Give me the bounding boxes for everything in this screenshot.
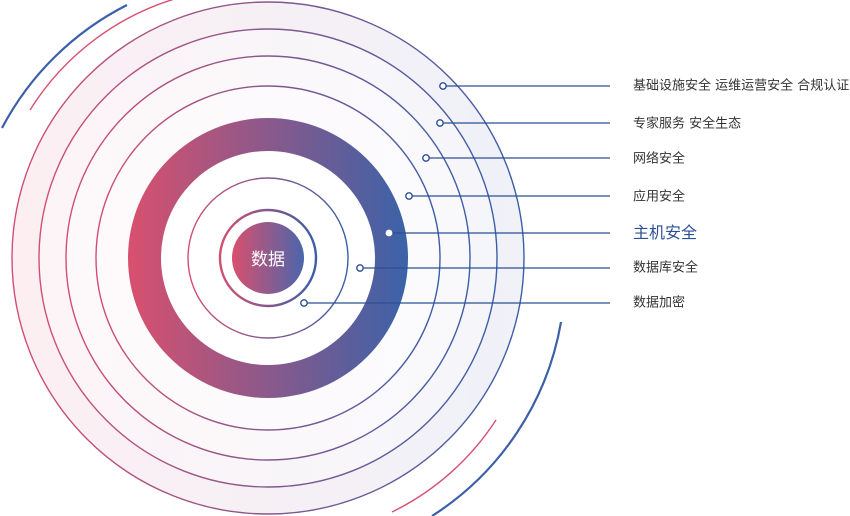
connector-marker xyxy=(436,119,444,127)
label-infrastructure: 基础设施安全 运维运营安全 合规认证 xyxy=(633,78,850,94)
label-network-security: 网络安全 xyxy=(633,151,686,167)
outer-arc-top-blue xyxy=(1,4,128,129)
connector-markers xyxy=(300,82,447,307)
label-expert-services: 专家服务 安全生态 xyxy=(633,116,742,132)
outer-arc-bottom-blue xyxy=(431,321,563,516)
label-data-encryption: 数据加密 xyxy=(633,295,686,311)
label-application-security: 应用安全 xyxy=(633,189,686,205)
connector-marker xyxy=(439,82,447,90)
core-data xyxy=(232,222,304,294)
outer-arc-top-pink xyxy=(29,0,174,111)
connector-marker-highlight xyxy=(385,229,393,237)
center-label: 数据 xyxy=(251,250,285,270)
connector-marker xyxy=(300,299,308,307)
connector-marker xyxy=(356,264,364,272)
connector-lines xyxy=(304,85,610,304)
connector-marker xyxy=(405,192,413,200)
label-host-security: 主机安全 xyxy=(633,223,698,242)
label-database-security: 数据库安全 xyxy=(633,260,699,276)
outer-arc-bottom-pink xyxy=(391,419,497,513)
connector-marker xyxy=(422,154,430,162)
